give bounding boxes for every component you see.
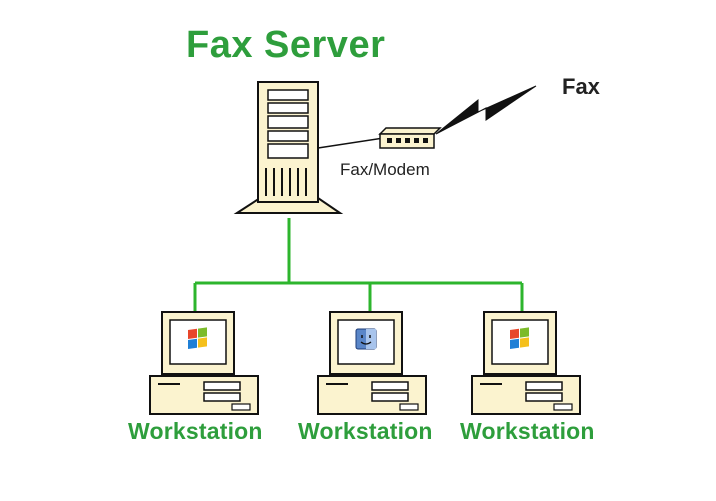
- diagram-title: Fax Server: [186, 24, 386, 66]
- workstation-3-computer-icon: [471, 311, 581, 415]
- fax-label: Fax: [562, 74, 600, 99]
- workstation-1-label: Workstation: [128, 418, 263, 444]
- workstation-1-computer-icon: [149, 311, 259, 415]
- workstation-2-label: Workstation: [298, 418, 433, 444]
- modem-cable: [317, 137, 385, 149]
- server-tower-icon: [233, 81, 344, 214]
- fax-modem-icon: [378, 127, 442, 149]
- windows-logo-icon: [510, 327, 529, 349]
- network-lines: [193, 218, 524, 312]
- workstation-2-computer-icon: [317, 311, 427, 415]
- windows-logo-icon: [188, 327, 207, 349]
- lightning-bolt-icon: [435, 85, 537, 135]
- mac-logo-icon: [355, 328, 377, 350]
- fax-modem-label: Fax/Modem: [340, 160, 430, 179]
- workstation-3-label: Workstation: [460, 418, 595, 444]
